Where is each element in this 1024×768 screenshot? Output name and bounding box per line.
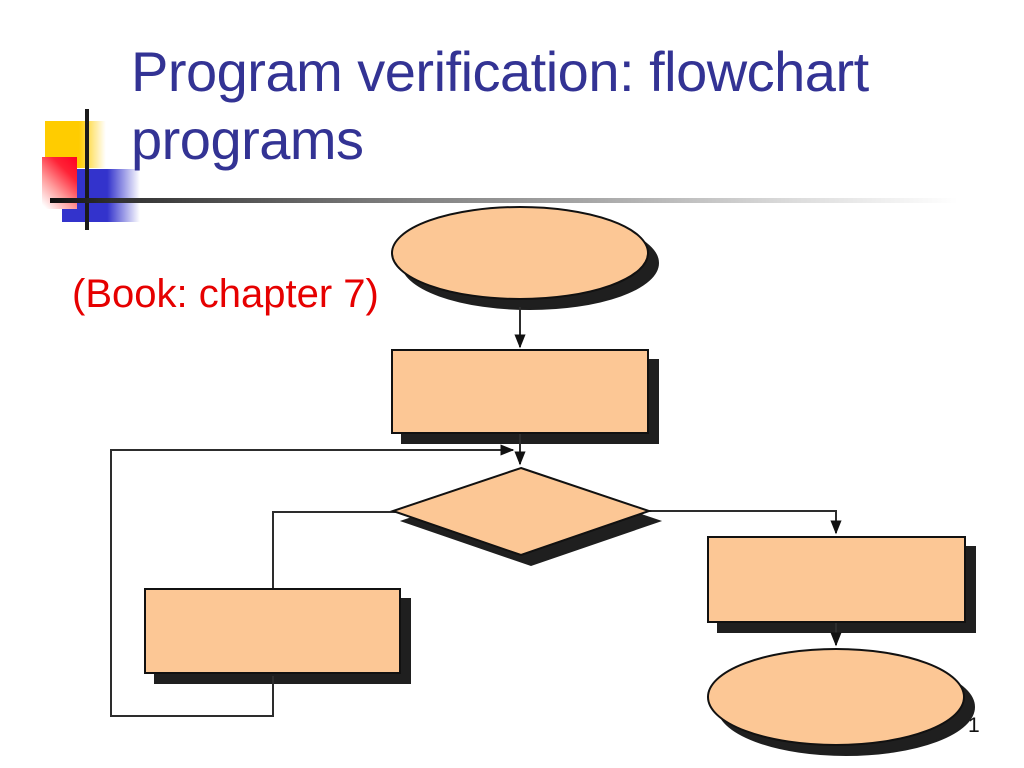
connector-decision-to-loop-body [272,511,396,590]
end-ellipse [707,648,965,746]
page-title: Program verification: flowchart programs [131,40,869,172]
connector-decision-to-branch [649,510,842,535]
branch-rect [707,536,966,623]
loop-body-rect [144,588,401,674]
book-note: (Book: chapter 7) [72,272,379,316]
decision-diamond [389,466,653,557]
page-number: 1 [968,714,980,737]
title-divider-line [50,198,958,203]
logo-vertical-line [85,109,89,230]
process-rect [391,349,649,434]
start-ellipse [391,206,649,300]
connector-loop-back [110,444,515,717]
